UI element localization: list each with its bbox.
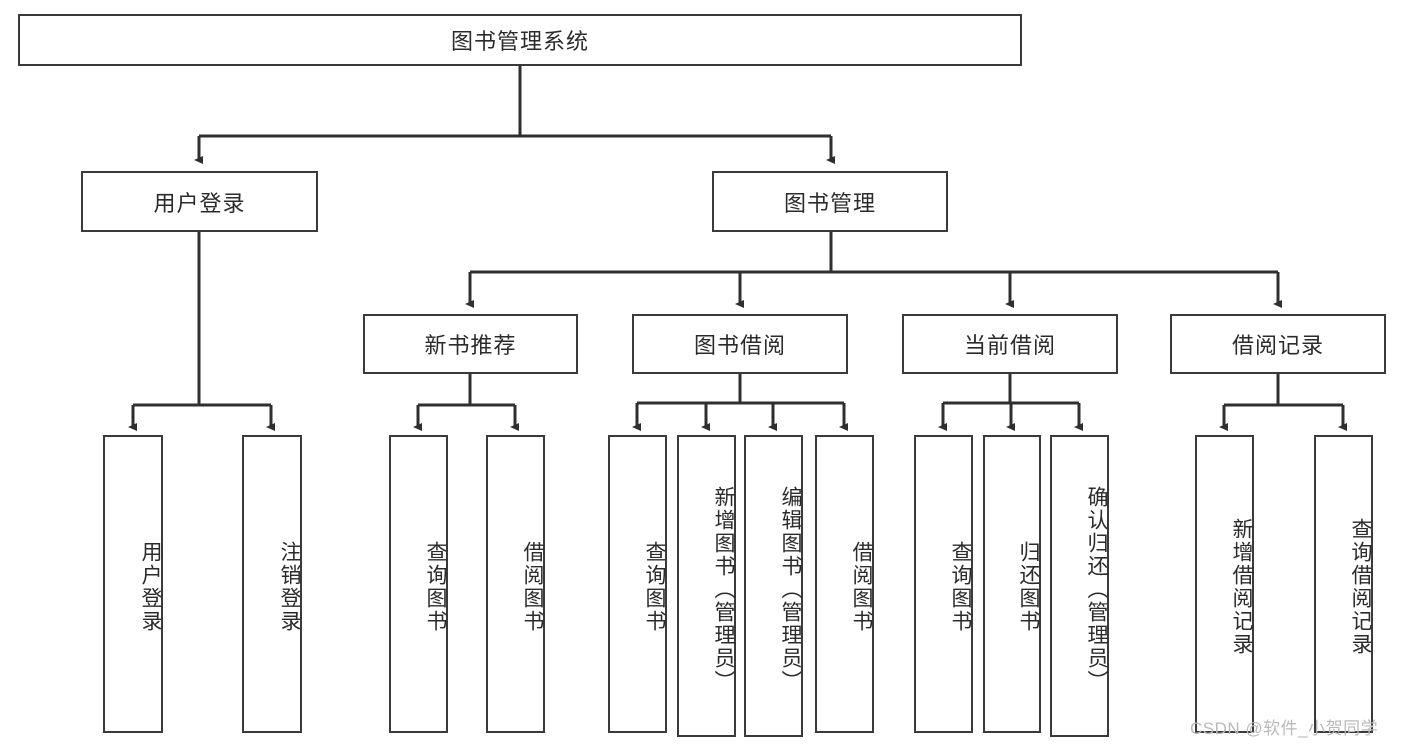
leaf-return-books[interactable]: 归还图书 <box>983 435 1041 733</box>
node-label: 图书借阅 <box>693 333 786 358</box>
leaf-query-borrow-record[interactable]: 查询借阅记录 <box>1314 435 1373 733</box>
node-label: 图书管理 <box>783 190 876 216</box>
leaf-borrow-books[interactable]: 借阅图书 <box>815 435 874 733</box>
node-label: 新增借阅记录 <box>1230 518 1253 656</box>
leaf-query-books-borrow[interactable]: 查询图书 <box>608 435 667 733</box>
node-label: 确认归还（管理员） <box>1085 485 1108 693</box>
leaf-add-borrow-record[interactable]: 新增借阅记录 <box>1195 435 1254 733</box>
node-user-login[interactable]: 用户登录 <box>81 171 318 232</box>
node-label: 新增图书（管理员） <box>712 485 735 693</box>
node-label: 注销登录 <box>278 541 301 633</box>
node-label: 归还图书 <box>1017 541 1040 633</box>
node-label: 借阅图书 <box>850 541 873 633</box>
leaf-borrow-books-recommend[interactable]: 借阅图书 <box>486 435 545 733</box>
leaf-query-books-current[interactable]: 查询图书 <box>914 435 973 733</box>
leaf-logout[interactable]: 注销登录 <box>242 435 302 733</box>
node-label: 图书管理系统 <box>450 29 589 54</box>
leaf-user-login[interactable]: 用户登录 <box>103 435 163 733</box>
node-label: 查询图书 <box>424 541 447 633</box>
node-label: 查询借阅记录 <box>1349 518 1372 656</box>
node-label: 用户登录 <box>153 190 246 216</box>
node-label: 编辑图书（管理员） <box>779 485 802 693</box>
node-label: 用户登录 <box>139 541 162 633</box>
node-label: 查询图书 <box>949 541 972 633</box>
node-current-borrow[interactable]: 当前借阅 <box>902 314 1118 374</box>
node-label: 查询图书 <box>643 541 666 633</box>
node-borrow-records[interactable]: 借阅记录 <box>1170 314 1386 374</box>
node-label: 借阅记录 <box>1231 333 1324 358</box>
leaf-add-book-admin[interactable]: 新增图书（管理员） <box>677 435 736 737</box>
node-new-book-recommend[interactable]: 新书推荐 <box>363 314 578 374</box>
leaf-edit-book-admin[interactable]: 编辑图书（管理员） <box>744 435 803 737</box>
leaf-query-books-recommend[interactable]: 查询图书 <box>389 435 448 733</box>
node-label: 借阅图书 <box>521 541 544 633</box>
node-label: 新书推荐 <box>424 333 517 358</box>
node-book-management[interactable]: 图书管理 <box>712 171 948 232</box>
node-root-book-management-system[interactable]: 图书管理系统 <box>18 14 1022 66</box>
node-label: 当前借阅 <box>963 333 1056 358</box>
node-book-borrow[interactable]: 图书借阅 <box>632 314 848 374</box>
leaf-confirm-return-admin[interactable]: 确认归还（管理员） <box>1050 435 1109 737</box>
